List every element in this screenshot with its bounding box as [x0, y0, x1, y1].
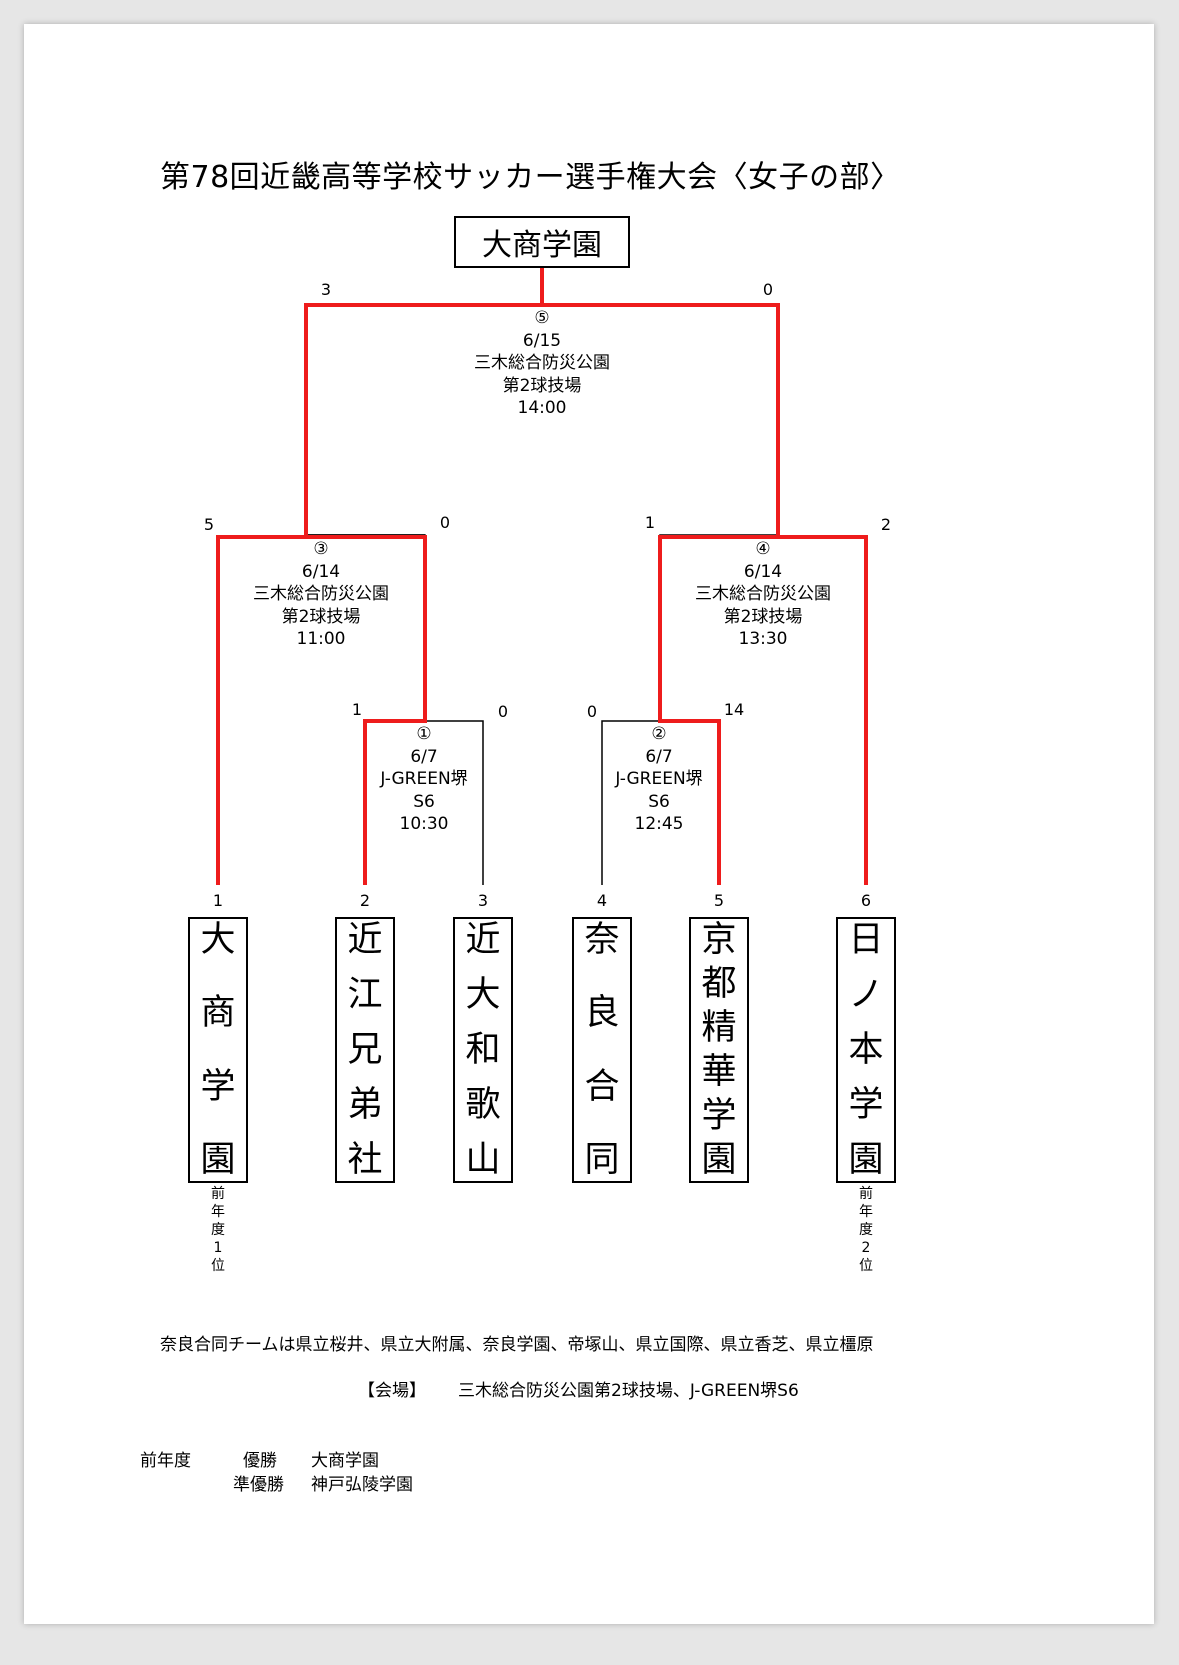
- match-venue: J-GREEN堺: [615, 769, 703, 789]
- match-date: 6/14: [743, 561, 783, 582]
- match-field: 第2球技場: [723, 606, 803, 627]
- match-field: 第2球技場: [281, 606, 361, 627]
- team-box-3: 近大和歌山: [453, 917, 513, 1183]
- match-date: 6/7: [645, 746, 673, 767]
- match-venue: J-GREEN堺: [380, 769, 468, 789]
- match-3-score-right: 0: [439, 513, 451, 532]
- page-title: 第78回近畿高等学校サッカー選手権大会〈女子の部〉: [160, 160, 901, 195]
- team-box-6: 日ノ本学園: [836, 917, 896, 1183]
- seed-5: 5: [713, 891, 725, 910]
- match-date: 6/14: [301, 561, 341, 582]
- match-5-info: ⑤ 6/15 三木総合防災公園 第2球技場 14:00: [432, 307, 652, 420]
- team-box-4: 奈良合同: [572, 917, 632, 1183]
- match-date: 6/7: [410, 746, 438, 767]
- seed-4: 4: [596, 891, 608, 910]
- match-field: S6: [413, 791, 435, 812]
- match-2-score-left: 0: [586, 702, 598, 721]
- match-2-score-right: 14: [723, 700, 745, 719]
- match-time: 12:45: [634, 814, 684, 834]
- seed-6: 6: [860, 891, 872, 910]
- match-number: ⑤: [534, 308, 550, 328]
- winner-line-match3: [304, 303, 542, 537]
- match-time: 11:00: [296, 629, 346, 649]
- match-number: ④: [755, 539, 771, 559]
- final-score-left: 3: [320, 280, 332, 299]
- team-box-2: 近江兄弟社: [335, 917, 395, 1183]
- previous-runnerup: 神戸弘陵学園: [311, 1475, 413, 1495]
- match-1-score-right: 0: [497, 702, 509, 721]
- match-4-score-right: 2: [880, 515, 892, 534]
- team-box-1: 大商学園: [188, 917, 248, 1183]
- match-4-score-left: 1: [644, 513, 656, 532]
- document-page: [24, 24, 1154, 1624]
- previous-runnerup-label: 準優勝: [233, 1475, 284, 1495]
- match-field: 第2球技場: [502, 375, 582, 396]
- seed-3: 3: [477, 891, 489, 910]
- match-venue: 三木総合防災公園: [253, 584, 389, 604]
- previous-winner-label: 優勝: [243, 1451, 277, 1471]
- venue-label: 【会場】: [358, 1381, 426, 1401]
- champion-box: 大商学園: [454, 216, 630, 268]
- bracket-line-team3: [425, 720, 484, 885]
- winner-line-match4: [542, 303, 780, 537]
- match-field: S6: [648, 791, 670, 812]
- match-2-info: ② 6/7 J-GREEN堺 S6 12:45: [549, 723, 769, 836]
- seed-2: 2: [359, 891, 371, 910]
- winner-line-team6: [778, 535, 868, 885]
- match-4-info: ④ 6/14 三木総合防災公園 第2球技場 13:30: [653, 538, 873, 651]
- winner-line-team5: [658, 535, 778, 885]
- venue-text: 三木総合防災公園第2球技場、J-GREEN堺S6: [458, 1381, 799, 1401]
- match-number: ②: [651, 724, 667, 744]
- final-score-right: 0: [762, 280, 774, 299]
- match-date: 6/15: [522, 330, 562, 351]
- match-venue: 三木総合防災公園: [695, 584, 831, 604]
- seed-1: 1: [212, 891, 224, 910]
- team-box-5: 京都精華学園: [689, 917, 749, 1183]
- match-1-score-left: 1: [351, 700, 363, 719]
- footnote: 奈良合同チームは県立桜井、県立大附属、奈良学園、帝塚山、県立国際、県立香芝、県立…: [160, 1335, 874, 1355]
- match-number: ①: [416, 724, 432, 744]
- match-1-info: ① 6/7 J-GREEN堺 S6 10:30: [314, 723, 534, 836]
- match-number: ③: [313, 539, 329, 559]
- match-time: 13:30: [738, 629, 788, 649]
- match-3-score-left: 5: [203, 515, 215, 534]
- winner-line-team2: [306, 535, 427, 885]
- winner-line-team1: [216, 535, 306, 885]
- previous-winner: 大商学園: [311, 1451, 379, 1471]
- match-time: 14:00: [517, 398, 567, 418]
- previous-label: 前年度: [140, 1451, 191, 1471]
- match-venue: 三木総合防災公園: [474, 353, 610, 373]
- match-3-info: ③ 6/14 三木総合防災公園 第2球技場 11:00: [211, 538, 431, 651]
- bracket-line-team4: [601, 720, 660, 885]
- match-time: 10:30: [399, 814, 449, 834]
